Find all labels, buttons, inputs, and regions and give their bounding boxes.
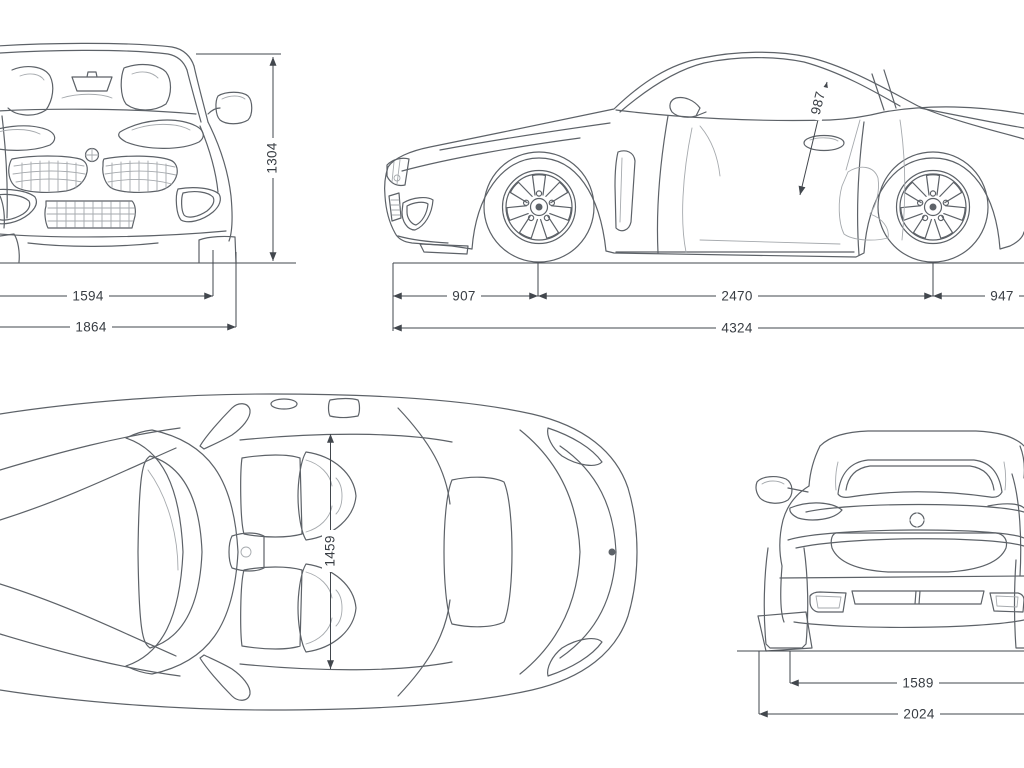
- dim-value: 1304: [265, 142, 280, 173]
- dim-side-diagonal: 987: [798, 81, 830, 196]
- lower-intake: [44, 200, 136, 229]
- wheel-spokes: [506, 174, 572, 239]
- dim-value: 2024: [903, 707, 934, 722]
- headlight-left: [0, 125, 56, 151]
- rear-wheel-left: [763, 547, 809, 649]
- seat-left: [7, 66, 54, 116]
- dim-rear-width-inner-label: 1589: [897, 675, 939, 691]
- top-seat-lower: [240, 563, 357, 653]
- front-windshield-frame: [0, 42, 195, 67]
- front-view-drawing: [0, 42, 253, 263]
- antenna-oval: [270, 398, 298, 410]
- rear-roof: [819, 430, 1024, 447]
- dim-side-length: 4324: [393, 320, 1024, 336]
- dim-side-diagonal-label: 987: [806, 84, 830, 122]
- dim-rear-width-outer: 2024: [759, 706, 1024, 722]
- top-taillight-upper: [547, 427, 603, 466]
- side-mirror: [669, 96, 707, 118]
- dim-top-cockpit: 1459: [322, 434, 338, 669]
- dim-value: 4324: [721, 321, 752, 336]
- dim-front-width-outer: 1864: [0, 319, 236, 335]
- dim-value: 1589: [902, 676, 933, 691]
- vent-band: [851, 590, 985, 605]
- top-mirror-upper: [199, 403, 251, 450]
- side-front-intake: [401, 197, 434, 231]
- top-view-drawing: [0, 393, 638, 711]
- dim-front-width-outer-label: 1864: [70, 319, 112, 335]
- rear-window: [837, 459, 1003, 498]
- front-a-pillar: [193, 65, 209, 123]
- trunk-emblem-dot: [608, 548, 616, 556]
- exhaust-right: [989, 592, 1024, 613]
- dimension-annotations: 1304 1594 1864 987: [0, 53, 1024, 722]
- dim-front-width-inner: 1594: [0, 288, 213, 304]
- rear-deck-panel: [443, 476, 513, 628]
- rear-mirror-left: [755, 476, 809, 504]
- headlight-right: [118, 119, 204, 149]
- dim-rear-width-inner: 1589: [790, 675, 1024, 691]
- dim-side-length-label: 4324: [716, 320, 758, 336]
- dim-value: 947: [990, 289, 1013, 304]
- kidney-grille-left: [8, 155, 88, 193]
- front-wheel-left: [0, 233, 20, 263]
- dim-rear-width-outer-label: 2024: [898, 706, 940, 722]
- dim-value: 907: [452, 289, 475, 304]
- dim-top-cockpit-label: 1459: [322, 530, 338, 572]
- dim-value: 2470: [721, 289, 752, 304]
- side-headlight: [386, 157, 410, 187]
- front-wheel: [483, 151, 595, 263]
- dim-front-width-inner-label: 1594: [67, 288, 109, 304]
- side-view-drawing: [384, 51, 1024, 263]
- dim-side-front-overhang-label: 907: [447, 288, 481, 304]
- seat-right: [120, 63, 172, 111]
- rearview-mirror: [71, 71, 113, 92]
- dim-value: 1864: [75, 320, 106, 335]
- dim-side-wheelbase-label: 2470: [716, 288, 758, 304]
- dim-side-front-overhang: 907: [393, 288, 538, 304]
- kidney-grille-right: [102, 155, 178, 193]
- dim-side-wheelbase: 2470: [538, 288, 933, 304]
- rear-view-drawing: [755, 430, 1024, 652]
- dim-side-rear-overhang-label: 947: [985, 288, 1019, 304]
- side-outline-top: [387, 51, 1024, 168]
- side-mirror-right: [207, 91, 253, 125]
- rear-wheel: [877, 151, 989, 263]
- front-wheel-right: [198, 235, 237, 263]
- dim-front-height: 1304: [264, 57, 280, 261]
- top-outline: [0, 393, 638, 711]
- dim-value: 1459: [323, 535, 338, 566]
- rear-taillight-right: [987, 503, 1024, 509]
- dim-side-rear-overhang: 947: [933, 288, 1024, 304]
- side-intake-left: [0, 188, 37, 225]
- trunk-center: [830, 532, 1008, 573]
- side-gill: [614, 150, 636, 232]
- dim-value: 1594: [72, 289, 103, 304]
- dim-value: 987: [808, 90, 828, 116]
- door-seam: [656, 115, 865, 256]
- interior-seat: [838, 166, 889, 241]
- dim-front-height-label: 1304: [264, 138, 280, 178]
- top-seat-upper: [240, 451, 357, 541]
- top-mirror-lower: [199, 654, 251, 701]
- top-taillight-lower: [547, 638, 603, 677]
- top-windshield: [125, 429, 239, 675]
- exhaust-left: [809, 591, 847, 613]
- rear-wheel-right: [1013, 559, 1024, 649]
- mud-flap-left: [757, 611, 813, 652]
- rear-taillight-left: [789, 502, 843, 521]
- side-intake-right: [175, 187, 221, 223]
- center-console: [228, 532, 265, 572]
